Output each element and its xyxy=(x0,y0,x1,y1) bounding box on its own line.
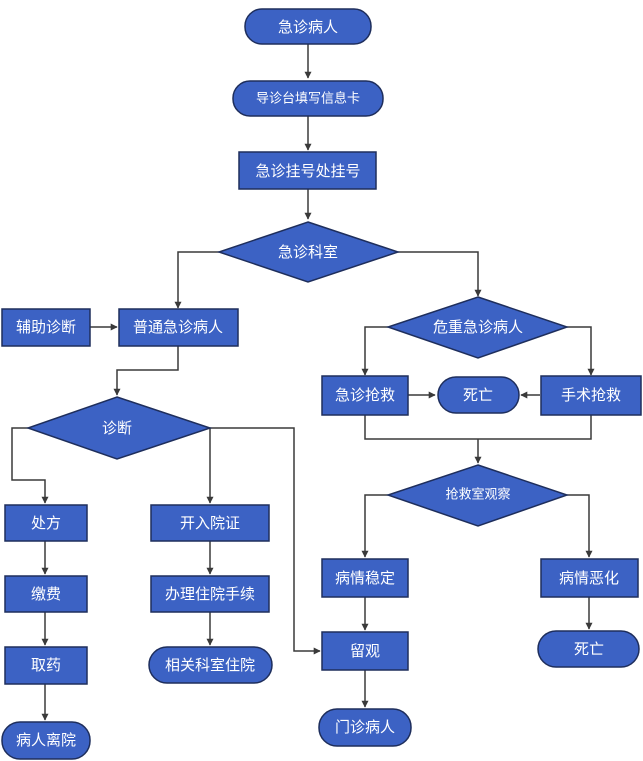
edge-rescue-surgery-merge xyxy=(364,415,592,440)
node-label: 诊断 xyxy=(102,419,132,437)
node-emergency-dept: 急诊科室 xyxy=(216,221,401,283)
node-label: 辅助诊断 xyxy=(16,318,76,336)
node-auxiliary-diagnosis: 辅助诊断 xyxy=(1,308,91,347)
node-label: 死亡 xyxy=(574,640,604,658)
node-diagnosis: 诊断 xyxy=(25,396,213,460)
node-label: 处方 xyxy=(31,514,61,532)
node-label: 病情稳定 xyxy=(335,569,395,587)
node-label: 手术抢救 xyxy=(561,386,621,404)
node-label: 死亡 xyxy=(463,386,493,404)
node-discharge: 病人离院 xyxy=(1,721,91,760)
node-death-2: 死亡 xyxy=(537,630,640,668)
node-label: 相关科室住院 xyxy=(165,656,255,674)
node-outpatient: 门诊病人 xyxy=(318,708,412,747)
edge-critical-to-surgery xyxy=(567,326,595,376)
node-take-medicine: 取药 xyxy=(4,646,88,685)
node-admission-procedure: 办理住院手续 xyxy=(150,575,270,613)
node-label: 办理住院手续 xyxy=(165,585,255,603)
node-label: 取药 xyxy=(31,656,61,674)
node-stable: 病情稳定 xyxy=(321,558,409,598)
node-label: 留观 xyxy=(350,642,380,660)
edges xyxy=(11,44,595,721)
node-label: 急诊挂号处挂号 xyxy=(255,162,360,180)
node-label: 导诊台填写信息卡 xyxy=(256,91,360,107)
node-rescue-observation: 抢救室观察 xyxy=(385,464,570,527)
node-registration: 急诊挂号处挂号 xyxy=(238,151,377,190)
node-emergency-rescue: 急诊抢救 xyxy=(321,375,409,416)
edge-observation-room-to-stable xyxy=(361,494,388,558)
node-critical-patient: 危重急诊病人 xyxy=(385,296,570,359)
node-surgical-rescue: 手术抢救 xyxy=(540,375,642,416)
edge-dept-to-ordinary xyxy=(174,251,219,309)
edge-observation-room-to-deteriorated xyxy=(567,494,593,558)
node-death-1: 死亡 xyxy=(437,376,520,414)
node-triage-card: 导诊台填写信息卡 xyxy=(232,80,384,117)
node-deteriorated: 病情恶化 xyxy=(540,558,639,598)
edge-dept-to-critical xyxy=(398,251,482,297)
node-admission-cert: 开入院证 xyxy=(150,504,270,542)
edge-diagnosis-to-observation xyxy=(210,427,321,655)
node-label: 抢救室观察 xyxy=(445,487,510,503)
node-label: 急诊病人 xyxy=(278,18,338,36)
node-ordinary-patient: 普通急诊病人 xyxy=(118,308,239,347)
node-observation: 留观 xyxy=(321,631,409,671)
node-ward-admission: 相关科室住院 xyxy=(148,646,273,684)
edge-ordinary-to-diagnosis xyxy=(113,346,179,396)
node-payment: 缴费 xyxy=(4,575,88,613)
node-label: 急诊科室 xyxy=(278,243,338,261)
node-label: 开入院证 xyxy=(180,514,240,532)
node-prescription: 处方 xyxy=(4,504,88,542)
node-emergency-patient: 急诊病人 xyxy=(244,8,372,45)
node-label: 缴费 xyxy=(31,585,61,603)
node-label: 危重急诊病人 xyxy=(433,318,523,336)
edge-critical-to-rescue xyxy=(361,326,388,376)
node-label: 病人离院 xyxy=(16,731,76,749)
node-label: 普通急诊病人 xyxy=(133,318,223,336)
node-label: 急诊抢救 xyxy=(335,386,395,404)
node-label: 门诊病人 xyxy=(335,718,395,736)
node-label: 病情恶化 xyxy=(559,569,619,587)
edge-diagnosis-to-prescription xyxy=(11,427,49,504)
